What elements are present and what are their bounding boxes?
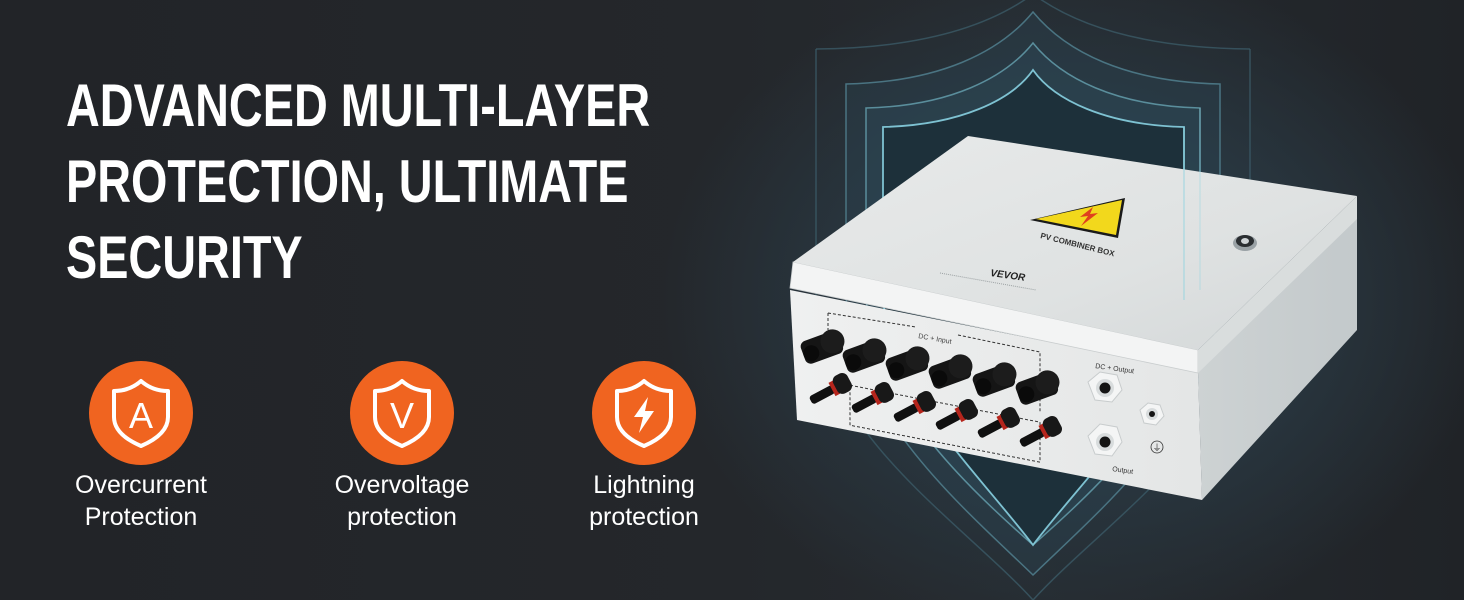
page-headline: ADVANCED MULTI-LAYER PROTECTION, ULTIMAT…	[66, 68, 650, 296]
output-label-bottom: Output	[1112, 466, 1134, 476]
feature-lightning: Lightning protection	[534, 361, 754, 533]
feature-icon-circle	[592, 361, 696, 465]
shield-lightning-icon	[615, 379, 673, 448]
cable-gland-output-top	[1087, 371, 1123, 403]
warning-sign	[1030, 198, 1125, 238]
feature-label-line-2: protection	[347, 503, 457, 531]
feature-icon-circle: V	[350, 361, 454, 465]
svg-text:V: V	[390, 395, 414, 436]
brand-logo: VEVOR	[990, 268, 1027, 284]
feature-label-line-2: protection	[589, 503, 699, 531]
feature-icon-circle: A	[89, 361, 193, 465]
box-body-side	[1198, 218, 1357, 500]
feature-label: Overcurrent Protection	[31, 469, 251, 533]
headline-line-2: PROTECTION, ULTIMATE	[66, 148, 629, 215]
feature-label-line-1: Overcurrent	[75, 471, 207, 499]
feature-overvoltage: V Overvoltage protection	[292, 361, 512, 533]
feature-label-line-2: Protection	[84, 503, 198, 531]
mc4-connectors-top-row	[800, 329, 1060, 405]
cable-gland-ground	[1139, 402, 1165, 426]
fine-print	[939, 272, 1037, 291]
svg-text:⏚: ⏚	[1152, 443, 1161, 454]
cable-gland-output-bottom	[1087, 423, 1123, 457]
box-lid-side	[1198, 196, 1357, 373]
headline-line-3: SECURITY	[66, 224, 303, 291]
shield-a-icon: A	[112, 379, 170, 448]
feature-overcurrent: A Overcurrent Protection	[31, 361, 251, 533]
headline-line-1: ADVANCED MULTI-LAYER	[66, 72, 651, 139]
svg-text:A: A	[129, 395, 153, 436]
lightning-bolt-icon	[634, 397, 654, 433]
lock-icon	[1233, 235, 1257, 251]
feature-label-line-1: Lightning	[593, 471, 695, 499]
mc4-connectors-bottom-row	[809, 372, 1063, 447]
feature-label: Lightning protection	[534, 469, 754, 533]
hazard-lightning-icon	[1080, 207, 1098, 226]
box-lid-top	[793, 136, 1357, 350]
feature-label: Overvoltage protection	[292, 469, 512, 533]
feature-label-line-1: Overvoltage	[334, 471, 470, 499]
shield-v-icon: V	[373, 379, 431, 448]
ground-symbol-icon: ⏚	[1150, 440, 1164, 454]
